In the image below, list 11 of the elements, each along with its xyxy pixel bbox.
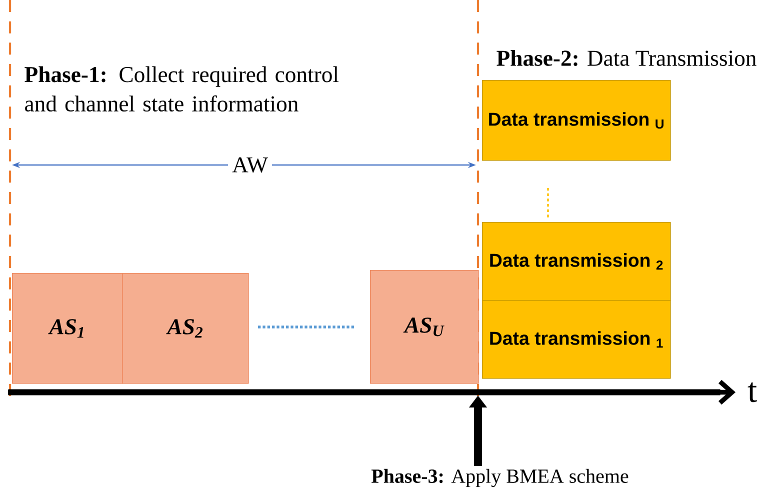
time-axis (8, 380, 736, 405)
axis-label: t (748, 382, 757, 402)
dimension-label: AW (228, 153, 272, 177)
slot-box: AS$_{2}$ (122, 273, 249, 384)
phase-heading: Phase-1: Collect required control and channel state information (24, 66, 339, 112)
transmission-box: Data transmission $_{U}$ (482, 80, 671, 161)
transmission-box: Data transmission $_{1}$ (482, 300, 671, 379)
slot-box: AS$_{U}$ (370, 270, 479, 384)
slot-box: AS$_{1}$ (12, 273, 123, 384)
phase-caption: Phase-3: Apply BMEA scheme (371, 468, 628, 488)
transmission-box: Data transmission $_{2}$ (482, 222, 671, 301)
